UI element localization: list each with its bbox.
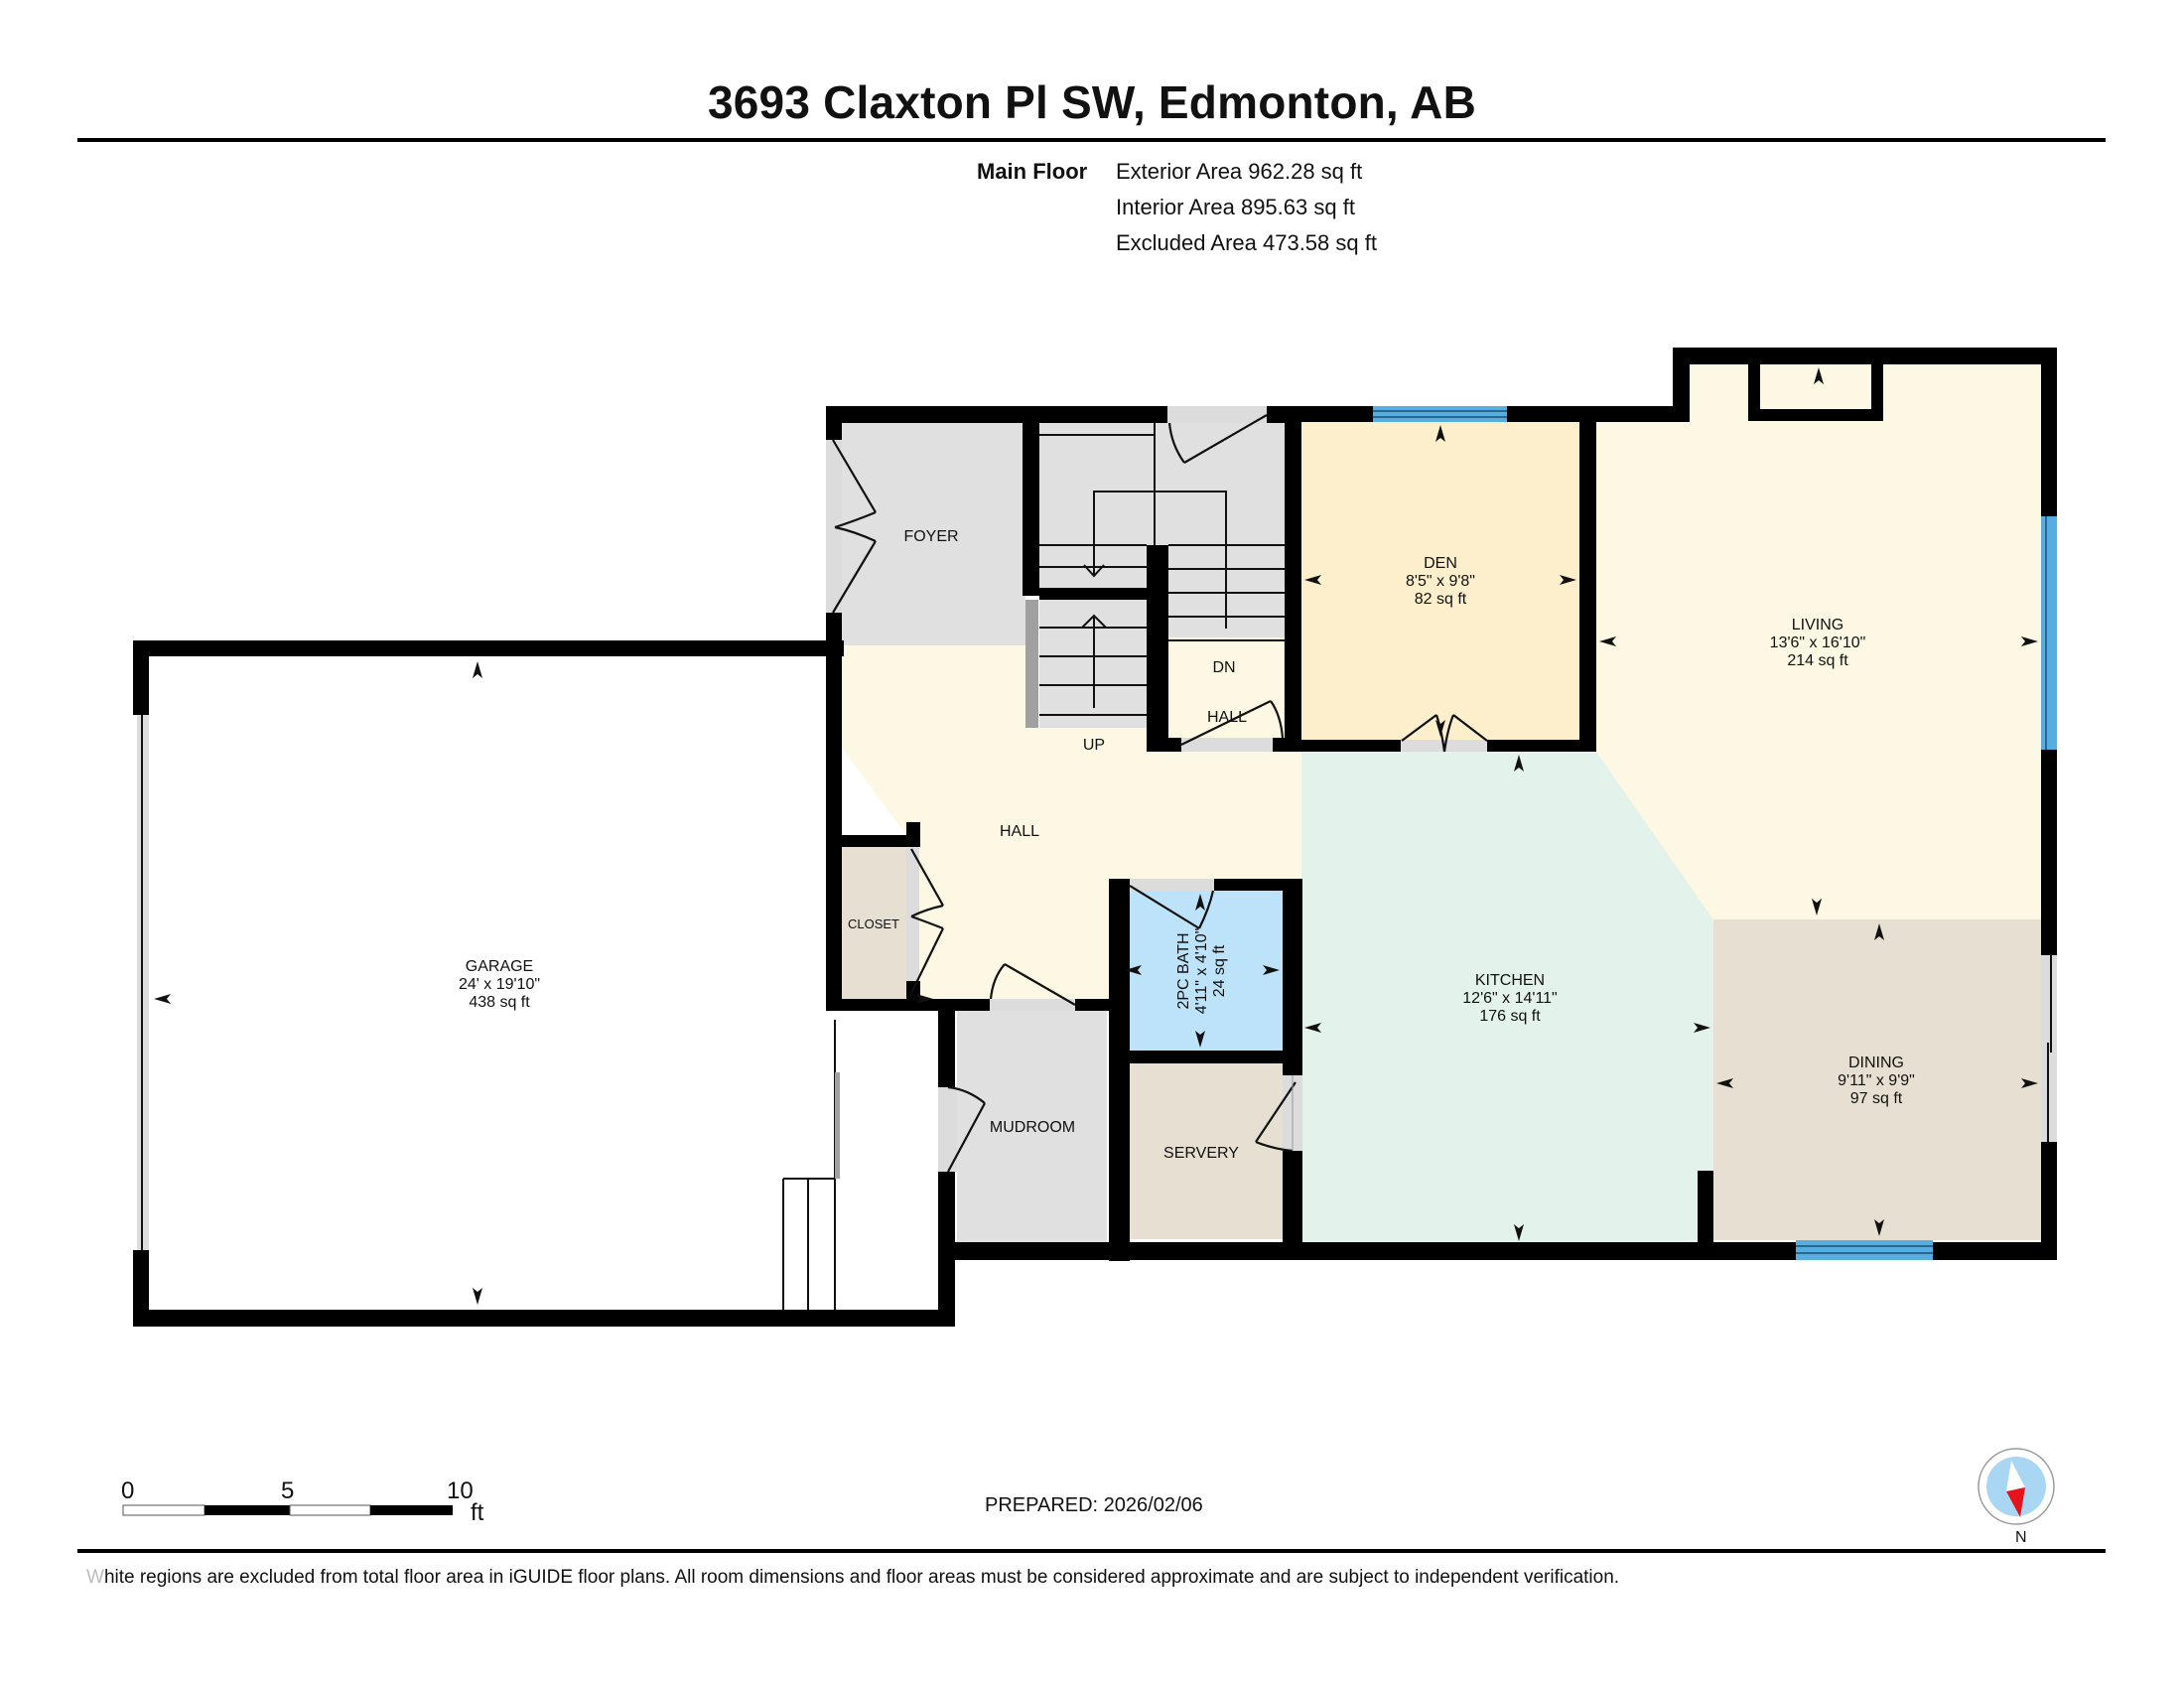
dining-area: 97 sq ft [1850,1090,1903,1107]
servery-name: SERVERY [1163,1145,1239,1162]
small-hall-fill [1168,637,1284,738]
living-fill [1596,364,2041,919]
scale-tick-10: 10 [447,1477,474,1504]
scale-bar [122,1504,453,1516]
window-living [2041,516,2057,750]
den-area: 82 sq ft [1415,591,1467,608]
window-dining [1796,1240,1933,1260]
kitchen-name: KITCHEN [1475,972,1545,989]
windows [1373,406,2057,1260]
bath-dims: 4'11" x 4'10" [1193,928,1210,1015]
footer-text: hite regions are excluded from total flo… [103,1567,1620,1588]
dining-fill [1713,919,2041,1240]
footer-first-letter: W [86,1567,104,1588]
hall-white-wedge [842,748,906,835]
mudroom-door-icon [1004,963,1076,1006]
stair-handrail [1025,600,1038,728]
living-area: 214 sq ft [1787,652,1848,669]
small-hall-door-icon [1180,700,1272,746]
window-den [1373,406,1507,422]
footer-disclaimer: White regions are excluded from total fl… [86,1567,1619,1589]
servery-door-icon [1255,1081,1297,1143]
garage-dims: 24' x 19'10" [459,976,540,993]
den-name: DEN [1424,555,1457,572]
page-title: 3693 Claxton Pl SW, Edmonton, AB [707,76,1477,128]
mudroom-fill [957,1011,1107,1242]
room-labels: GARAGE 24' x 19'10" 438 sq ft FOYER HALL… [459,528,1915,1162]
servery-fill [1122,1063,1283,1239]
excluded-area: Excluded Area 473.58 sq ft [1116,230,1377,255]
dining-name: DINING [1848,1055,1904,1071]
scale-unit: ft [471,1499,484,1526]
living-name: LIVING [1792,617,1843,633]
bath-door-icon [1129,885,1200,929]
dimension-arrows [154,367,2038,1305]
living-dims: 13'6" x 16'10" [1770,634,1866,651]
foyer-fill [842,423,1025,645]
closet-name: CLOSET [848,916,899,931]
staircase [1039,423,1285,716]
walls [133,348,2057,1327]
hall-fill [842,645,1303,999]
scale-tick-0: 0 [121,1477,135,1504]
stair-door-icon [1183,414,1268,464]
kitchen-fill [1301,752,1713,1244]
bath-area: 24 sq ft [1211,944,1228,997]
den-dims: 8'5" x 9'8" [1406,573,1475,590]
stairs-up-label: UP [1083,737,1105,754]
door-swings [832,414,1488,1173]
garage-handrail [835,1072,840,1179]
den-door-icon [1401,714,1437,742]
garage-fill [149,656,938,1310]
closet-door-icon [910,848,944,907]
interior-area: Interior Area 895.63 sq ft [1116,195,1355,219]
hall-name: HALL [1000,823,1039,840]
foyer-door-icon [832,439,877,513]
stairs-down-label: DN [1212,659,1235,676]
title-divider [77,138,2106,142]
den-fill [1301,422,1579,740]
garage-name: GARAGE [466,958,533,975]
garage-area: 438 sq ft [469,994,530,1011]
dining-dims: 9'11" x 9'9" [1838,1072,1915,1089]
small-hall-name: HALL [1207,709,1247,726]
compass-icon [1978,1448,2055,1525]
garage-door-icon [947,1102,986,1173]
scale-tick-5: 5 [281,1477,295,1504]
foyer-name: FOYER [903,528,958,545]
prepared-date: PREPARED: 2026/02/06 [985,1494,1203,1516]
floor-label: Main Floor [977,159,1088,184]
bath-fill [1122,891,1283,1051]
kitchen-area: 176 sq ft [1479,1008,1541,1025]
exterior-area: Exterior Area 962.28 sq ft [1116,159,1363,184]
mudroom-name: MUDROOM [990,1119,1075,1136]
kitchen-dims: 12'6" x 14'11" [1462,990,1557,1007]
compass-north-label: N [2015,1529,2027,1546]
bath-name: 2PC BATH [1175,932,1192,1009]
closet-fill [842,847,906,999]
